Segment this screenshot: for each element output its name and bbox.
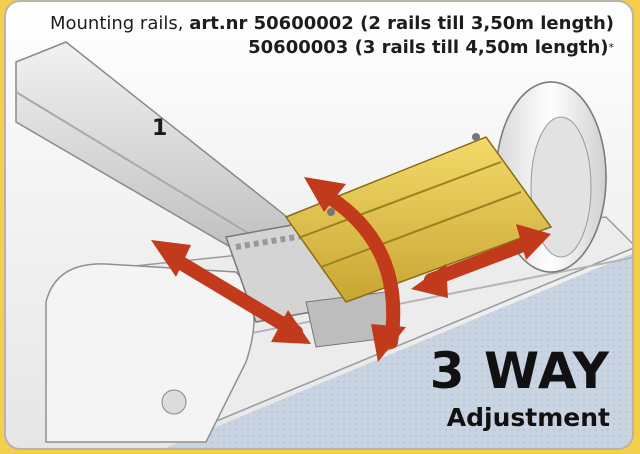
double-arrow-icon xyxy=(411,224,551,298)
adjustment-arrows xyxy=(151,177,551,362)
rotate-arrow-icon xyxy=(304,177,406,362)
headline: 3 WAY xyxy=(429,342,610,400)
product-caption: Mounting rails, art.nr 50600002 (2 rails… xyxy=(50,12,614,60)
illustration-frame: Mounting rails, art.nr 50600002 (2 rails… xyxy=(4,0,634,450)
wall-panel xyxy=(165,253,632,448)
caption-line1: art.nr 50600002 (2 rails till 3,50m leng… xyxy=(189,13,614,34)
subheadline: Adjustment xyxy=(446,403,610,432)
part-number-label: 1 xyxy=(152,116,168,141)
caption-footnote-mark: * xyxy=(608,41,615,54)
caption-line2: 50600003 (3 rails till 4,50m length) xyxy=(248,37,609,58)
left-right-arrow-icon xyxy=(151,240,311,344)
caption-prefix: Mounting rails, xyxy=(49,13,184,34)
awning-illustration xyxy=(15,41,632,448)
